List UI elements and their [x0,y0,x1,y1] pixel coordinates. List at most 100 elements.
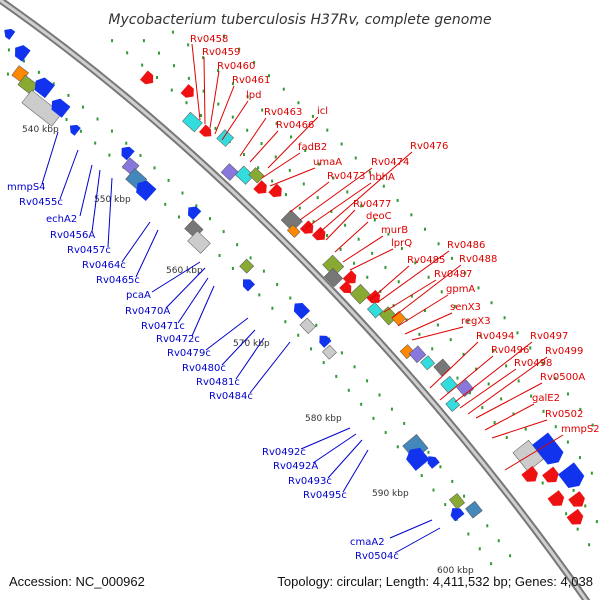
track-dot [354,156,357,160]
kbp-tick-label: 600 kbp [437,566,474,576]
track-dot [418,332,421,336]
gene-label[interactable]: senX3 [450,302,481,313]
gene-label[interactable]: Rv0458 [190,34,228,45]
track-dot [249,256,252,260]
track-dot [437,242,440,246]
gene-label[interactable]: Rv0497 [530,331,568,342]
gene-label[interactable]: Rv0455c [19,197,63,208]
track-dot [410,294,413,298]
track-dot [271,179,274,183]
gene-label[interactable]: Rv0496 [491,345,529,356]
gene-label[interactable]: Rv0456A [50,230,95,241]
track-dot [360,204,363,208]
gene-label[interactable]: Rv0504c [355,551,399,562]
track-dot [282,87,285,91]
gene-feature [286,224,301,238]
gene-feature [323,267,344,288]
gene-label[interactable]: Rv0474 [371,157,409,168]
track-dot [505,364,508,368]
gene-label[interactable]: echA2 [46,214,77,225]
gene-label[interactable]: Rv0460 [217,61,255,72]
gene-label[interactable]: cmaA2 [350,537,385,548]
gene-label[interactable]: hbhA [369,172,395,183]
gene-label[interactable]: Rv0464c [82,260,126,271]
track-dot [315,323,318,327]
track-dot [516,331,519,335]
track-dot [503,316,506,320]
gene-label[interactable]: Rv0492c [262,447,306,458]
gene-label[interactable]: Rv0457c [67,245,111,256]
track-dot [432,488,435,492]
gene-label[interactable]: Rv0476 [410,141,448,152]
gene-label[interactable]: regX3 [461,316,491,327]
gene-label[interactable]: gpmA [446,284,475,295]
gene-feature [248,167,265,184]
track-dot [156,76,159,80]
gene-label[interactable]: deoC [366,211,392,222]
gene-feature [449,493,466,510]
track-dot [475,367,478,371]
gene-label[interactable]: Rv0498 [514,358,552,369]
gene-label[interactable]: Rv0463 [264,107,302,118]
gene-feature [253,180,267,194]
gene-feature [280,209,303,232]
gene-label[interactable]: Rv0473 [327,171,365,182]
gene-label[interactable]: mmpS4 [7,182,46,193]
minus-strand-labels: mmpS4 Rv0455c echA2 Rv0456A Rv0457c Rv04… [7,182,399,562]
minus-leader-line [165,267,206,309]
gene-label[interactable]: Rv0459 [202,47,240,58]
minus-leader-line [235,337,265,380]
track-dot [486,524,489,528]
gene-block [322,344,337,360]
gene-label[interactable]: Rv0493c [288,476,332,487]
gene-label[interactable]: umaA [313,157,342,168]
gene-label[interactable]: Rv0492A [273,461,318,472]
kbp-tick-label: 570 kbp [233,339,270,349]
gene-label[interactable]: Rv0461 [232,75,270,86]
track-dot [326,233,329,237]
gene-feature [427,456,440,469]
gene-label[interactable]: Rv0477 [353,199,391,210]
gene-label[interactable]: Rv0502 [545,409,583,420]
plus-leader-line [454,341,533,403]
gene-feature [136,180,157,202]
gene-label[interactable]: mmpS2 [561,424,600,435]
gene-label[interactable]: galE2 [532,393,560,404]
plus-leader-line [289,181,330,213]
gene-label[interactable]: lprQ [391,238,412,249]
track-dot [403,421,406,425]
gene-feature [293,302,311,320]
gene-label[interactable]: Rv0471c [141,321,185,332]
gene-label[interactable]: lpd [246,90,261,101]
track-dot [493,421,496,425]
gene-label[interactable]: Rv0487 [434,269,472,280]
track-dot [289,135,292,139]
gene-label[interactable]: pcaA [126,290,151,301]
gene-label[interactable]: Rv0488 [459,254,497,265]
gene-label[interactable]: Rv0494 [476,331,514,342]
gene-label[interactable]: Rv0466 [276,120,314,131]
gene-label[interactable]: icl [317,106,328,117]
gene-label[interactable]: fadB2 [298,142,327,153]
gene-label[interactable]: Rv0470A [125,306,170,317]
gene-label[interactable]: Rv0484c [209,391,253,402]
track-dot [173,64,176,68]
gene-feature [350,283,371,305]
gene-label[interactable]: Rv0479c [167,348,211,359]
gene-label[interactable]: Rv0486 [447,240,485,251]
gene-label[interactable]: Rv0465c [96,275,140,286]
gene-label[interactable]: Rv0472c [156,334,200,345]
gene-feature [15,45,31,62]
gene-label[interactable]: Rv0480c [182,363,226,374]
gene-label[interactable]: murB [381,225,408,236]
gene-label[interactable]: Rv0500A [540,372,585,383]
gene-feature [558,462,585,489]
track-dot [352,261,355,265]
gene-label[interactable]: Rv0495c [303,490,347,501]
gene-label[interactable]: Rv0485 [407,255,445,266]
track-dot [427,275,430,279]
gene-arrow [34,77,55,99]
gene-label[interactable]: Rv0499 [545,346,583,357]
gene-label[interactable]: Rv0481c [196,377,240,388]
track-dot [384,265,387,269]
